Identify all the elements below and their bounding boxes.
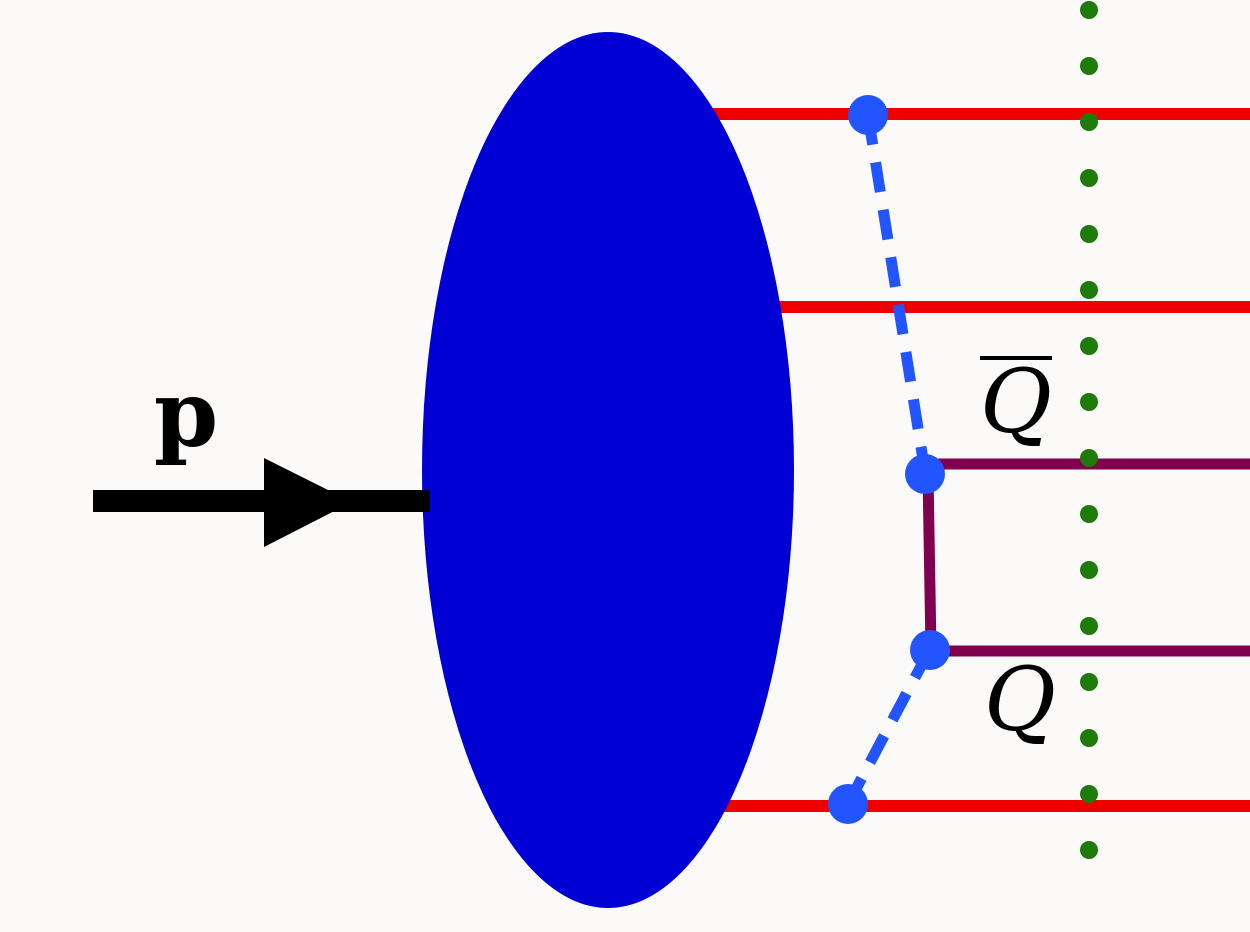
cut-dot: [1080, 673, 1098, 691]
final-state-cut-line: [1080, 1, 1098, 859]
cut-dot: [1080, 561, 1098, 579]
cut-dot: [1080, 785, 1098, 803]
cut-dot: [1080, 337, 1098, 355]
cut-dot: [1080, 1, 1098, 19]
cut-dot: [1080, 617, 1098, 635]
cut-dot: [1080, 281, 1098, 299]
antiquark-label: Q: [980, 350, 1052, 453]
cut-dot: [1080, 449, 1098, 467]
cut-dot: [1080, 393, 1098, 411]
quark-label: Q: [984, 648, 1056, 751]
vertex-quark: [910, 630, 950, 670]
gluon-line-upper: [862, 114, 931, 473]
quark-propagator-line: [922, 473, 937, 651]
cut-dot: [1080, 57, 1098, 75]
momentum-label: p: [154, 360, 218, 468]
cut-dot: [1080, 505, 1098, 523]
cut-dot: [1080, 225, 1098, 243]
gluon-line-lower: [843, 648, 934, 807]
vertex-top: [848, 95, 888, 135]
cut-dot: [1080, 841, 1098, 859]
hadron-blob: [422, 32, 794, 908]
cut-dot: [1080, 169, 1098, 187]
cut-dot: [1080, 113, 1098, 131]
momentum-arrow-head: [264, 458, 352, 547]
vertex-bottom: [828, 784, 868, 824]
vertex-antiquark: [905, 454, 945, 494]
cut-dot: [1080, 729, 1098, 747]
